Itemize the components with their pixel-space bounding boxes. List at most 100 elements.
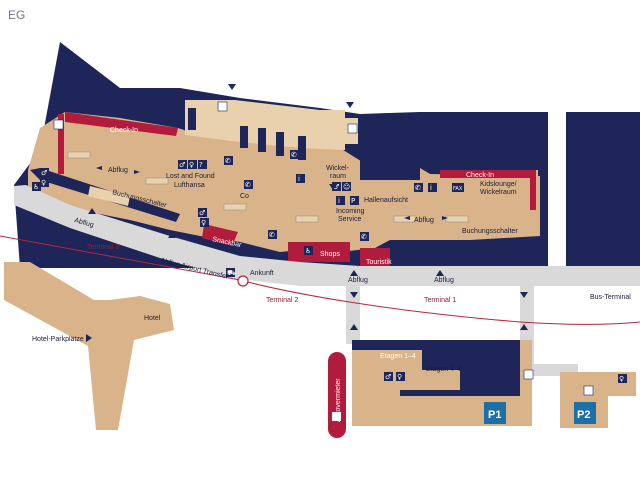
car-icon — [332, 412, 341, 421]
incoming-service-label-1: Incoming — [336, 208, 365, 215]
hotel-label: Hotel — [144, 315, 161, 322]
fax-icon: FAX — [452, 183, 464, 192]
telephone-icon: ✆ — [290, 150, 299, 159]
abflug-label-3: Abflug — [348, 277, 368, 284]
p2-sign — [574, 402, 596, 424]
check-in-label-right: Check-In — [466, 172, 494, 179]
abflug-label-2: Abflug — [73, 217, 94, 229]
wickelraum-label-2: raum — [330, 173, 346, 180]
svg-text:♀: ♀ — [397, 373, 402, 381]
etagen-1-4-label: Etagen 1–4 — [380, 353, 416, 360]
telephone-icon: ✆ — [414, 183, 423, 192]
svg-text:✆: ✆ — [361, 233, 367, 241]
counter-block — [298, 136, 306, 160]
kidslounge-label: Kidslounge/ — [480, 181, 517, 188]
terminal-2-label: Terminal 2 — [266, 297, 298, 304]
direction-arrow — [436, 270, 444, 276]
svg-text:✆: ✆ — [269, 231, 275, 239]
floor-label: EG — [8, 8, 25, 22]
direction-arrow — [346, 102, 354, 108]
snackbar-block — [202, 224, 238, 246]
direction-arrow — [520, 292, 528, 298]
toilet-icon: ♀ — [188, 160, 197, 169]
hotel-parking-arrow — [86, 334, 92, 342]
information-icon: i — [336, 196, 345, 205]
parking-p2-upper — [596, 372, 636, 396]
svg-text:✆: ✆ — [415, 184, 421, 192]
elevator-icon — [217, 101, 228, 112]
incoming-service-label-2: Service — [338, 216, 361, 223]
terminal-road — [14, 185, 640, 286]
direction-arrow — [329, 184, 337, 190]
baby-care-icon: ☺ — [342, 182, 351, 191]
lost-found-label: Lost and Found — [166, 173, 215, 180]
information-icon: i — [296, 174, 305, 183]
abflug-label-1: Abflug — [108, 167, 128, 174]
svg-text:♂: ♂ — [333, 183, 339, 191]
direction-arrow — [442, 216, 448, 220]
svg-text:i: i — [338, 197, 340, 205]
direction-arrow — [350, 324, 358, 330]
taxi-icon: ⛟ — [226, 268, 236, 277]
toilet-icon: ♀ — [40, 178, 49, 187]
parking-icon: P — [350, 196, 359, 205]
belt — [223, 203, 247, 211]
svg-text:♂: ♂ — [199, 209, 205, 217]
p1-sign — [484, 402, 506, 424]
svg-text:⛟: ⛟ — [227, 269, 236, 277]
lufthansa-label: Lufthansa — [174, 182, 205, 189]
hotel-parking-label: Hotel-Parkplätze — [32, 336, 84, 343]
svg-text:♀: ♀ — [189, 161, 194, 169]
bus-terminal-label: Bus-Terminal — [590, 294, 631, 301]
stairs-icon — [347, 123, 358, 134]
svg-text:♀: ♀ — [201, 219, 206, 227]
information-icon: i — [428, 183, 437, 192]
check-in-side-bar — [58, 114, 64, 174]
svg-text:✆: ✆ — [291, 151, 297, 159]
counter-block — [276, 132, 284, 156]
toilet-icon: ♂ — [198, 208, 207, 217]
toilet-icon: ♂ — [178, 160, 187, 169]
check-in-label-left: Check-In — [110, 127, 138, 134]
check-in-right-bar — [530, 170, 536, 210]
abflug-label-4: Abflug — [414, 217, 434, 224]
svg-text:♿: ♿ — [33, 183, 39, 191]
svg-text:☺: ☺ — [343, 183, 350, 191]
counter-block — [258, 128, 266, 152]
svg-text:♂: ♂ — [179, 161, 185, 169]
counter-block — [188, 108, 196, 130]
shops-block — [288, 242, 350, 262]
hotel-shuttle-stop — [237, 275, 249, 287]
abflug-label-5: Abflug — [434, 277, 454, 284]
svg-text:✆: ✆ — [245, 181, 251, 189]
hotel-building — [4, 262, 174, 430]
check-in-counter-right — [440, 170, 532, 178]
touristik-label: Touristik — [366, 259, 392, 266]
direction-arrow — [228, 84, 236, 90]
wheelchair-icon: ♿ — [32, 182, 41, 191]
direction-arrow — [88, 208, 96, 214]
direction-arrow — [134, 170, 140, 174]
svg-text:♂: ♂ — [385, 373, 391, 381]
lost-found-icon: ? — [198, 160, 207, 169]
wickelraum-label-1: Wickel- — [326, 165, 350, 172]
co-label: Co — [240, 193, 249, 200]
belt — [67, 151, 91, 159]
ankunft-label: Ankunft — [250, 270, 274, 277]
svg-text:P: P — [351, 197, 355, 205]
belt — [393, 215, 417, 223]
direction-arrow — [350, 270, 358, 276]
parking-p1-sand-inset-2 — [420, 370, 460, 390]
svg-text:FAX: FAX — [453, 186, 463, 192]
svg-text:i: i — [430, 184, 432, 192]
svg-text:♀: ♀ — [619, 375, 624, 383]
buchungsschalter-label-2: Buchungsschalter — [462, 228, 518, 235]
telephone-icon: ✆ — [244, 180, 253, 189]
telephone-icon: ✆ — [224, 156, 233, 165]
direction-arrow — [350, 292, 358, 298]
toilet-icon: ♂ — [40, 168, 49, 177]
shops-label: Shops — [320, 251, 340, 258]
terminal-1-label: Terminal 1 — [424, 297, 456, 304]
direction-arrow — [168, 232, 176, 238]
